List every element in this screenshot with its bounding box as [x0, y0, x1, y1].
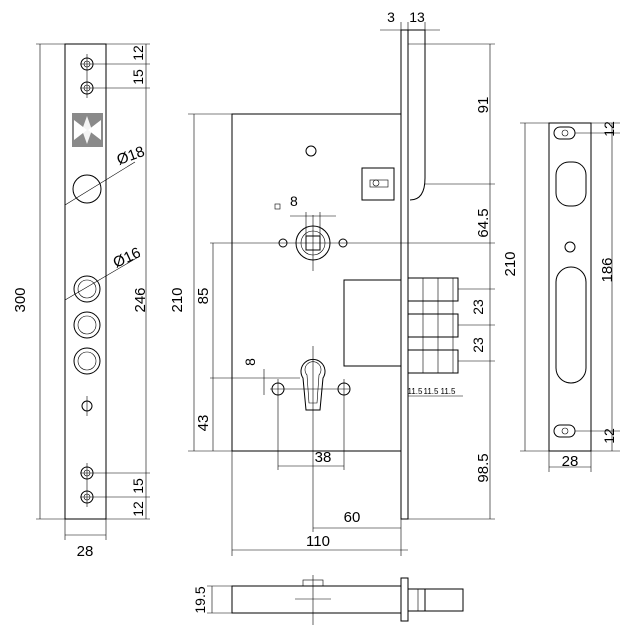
- front-plate-view: 300 246 12 15 15 12 Ø18 Ø16 28: [12, 43, 150, 560]
- dim-300: 300: [12, 287, 29, 312]
- bolt-housing: [343, 279, 402, 367]
- lock-faceplate: [400, 29, 409, 520]
- dim-13: 13: [409, 9, 425, 25]
- bottom-faceplate: [400, 577, 409, 622]
- dim-85: 85: [195, 288, 212, 305]
- dim-15-bottom: 15: [130, 478, 146, 494]
- dim-19-5: 19.5: [192, 586, 208, 613]
- plate-screw-holes-top: [80, 54, 150, 98]
- dim-246: 246: [132, 287, 149, 312]
- strike-plate-view: 210 186 12 12 28: [502, 121, 620, 472]
- dim-12-bottom: 12: [130, 501, 146, 517]
- dim-91: 91: [475, 97, 492, 114]
- strike-center-hole: [564, 241, 576, 253]
- plate-screw-holes-bottom: [80, 463, 150, 507]
- dim-38: 38: [315, 449, 332, 466]
- dim-11-5-c: 11.5: [441, 387, 457, 396]
- latch-bolt: [361, 29, 426, 201]
- bottom-case: [231, 585, 402, 614]
- dim-12-strike-top: 12: [601, 121, 617, 137]
- strike-screw-holes: [553, 126, 576, 438]
- dim-186: 186: [599, 257, 616, 282]
- dim-210-strike: 210: [502, 251, 519, 276]
- dim-28-front: 28: [77, 543, 94, 560]
- strike-bolt-slot: [555, 266, 587, 384]
- strike-latch-slot: [555, 161, 587, 207]
- dim-dia18: Ø18: [115, 143, 147, 169]
- dim-210-body: 210: [169, 287, 186, 312]
- dim-8: 8: [242, 358, 258, 366]
- dim-dia16: Ø16: [111, 244, 144, 271]
- dim-64-5: 64.5: [475, 208, 492, 237]
- bottom-bolt: [407, 588, 464, 612]
- latch-hole: [64, 161, 136, 206]
- dim-11-5-b: 11.5: [424, 387, 440, 396]
- dim-15-top: 15: [130, 69, 146, 85]
- dim-43: 43: [195, 415, 212, 432]
- cylinder-cutout: [210, 346, 351, 532]
- dim-98-5: 98.5: [475, 453, 492, 482]
- spindle-follower: [210, 203, 350, 271]
- deadbolts: [407, 277, 459, 374]
- lock-body-view: 3 13 91 64.5 23 23 98.5 11.5 11.5 11.5 2…: [169, 9, 495, 556]
- dim-12-top: 12: [130, 45, 146, 61]
- strike-plate-outline: [548, 122, 592, 452]
- bottom-view: 19.5: [192, 575, 464, 625]
- front-plate-outline: [64, 43, 107, 520]
- lock-case: [231, 113, 402, 452]
- dim-28-strike: 28: [562, 453, 579, 470]
- deadbolt-holes: [64, 255, 141, 375]
- dim-11-5-a: 11.5: [408, 387, 424, 396]
- dim-110: 110: [306, 533, 330, 550]
- brand-logo: [72, 113, 103, 147]
- dim-square-8: 8: [290, 193, 298, 209]
- case-rivet-top: [305, 145, 317, 157]
- dim-3: 3: [387, 9, 395, 25]
- dim-23-b: 23: [470, 337, 486, 353]
- dim-12-strike-bottom: 12: [601, 428, 617, 444]
- dim-60: 60: [344, 509, 361, 526]
- dim-23-a: 23: [470, 299, 486, 315]
